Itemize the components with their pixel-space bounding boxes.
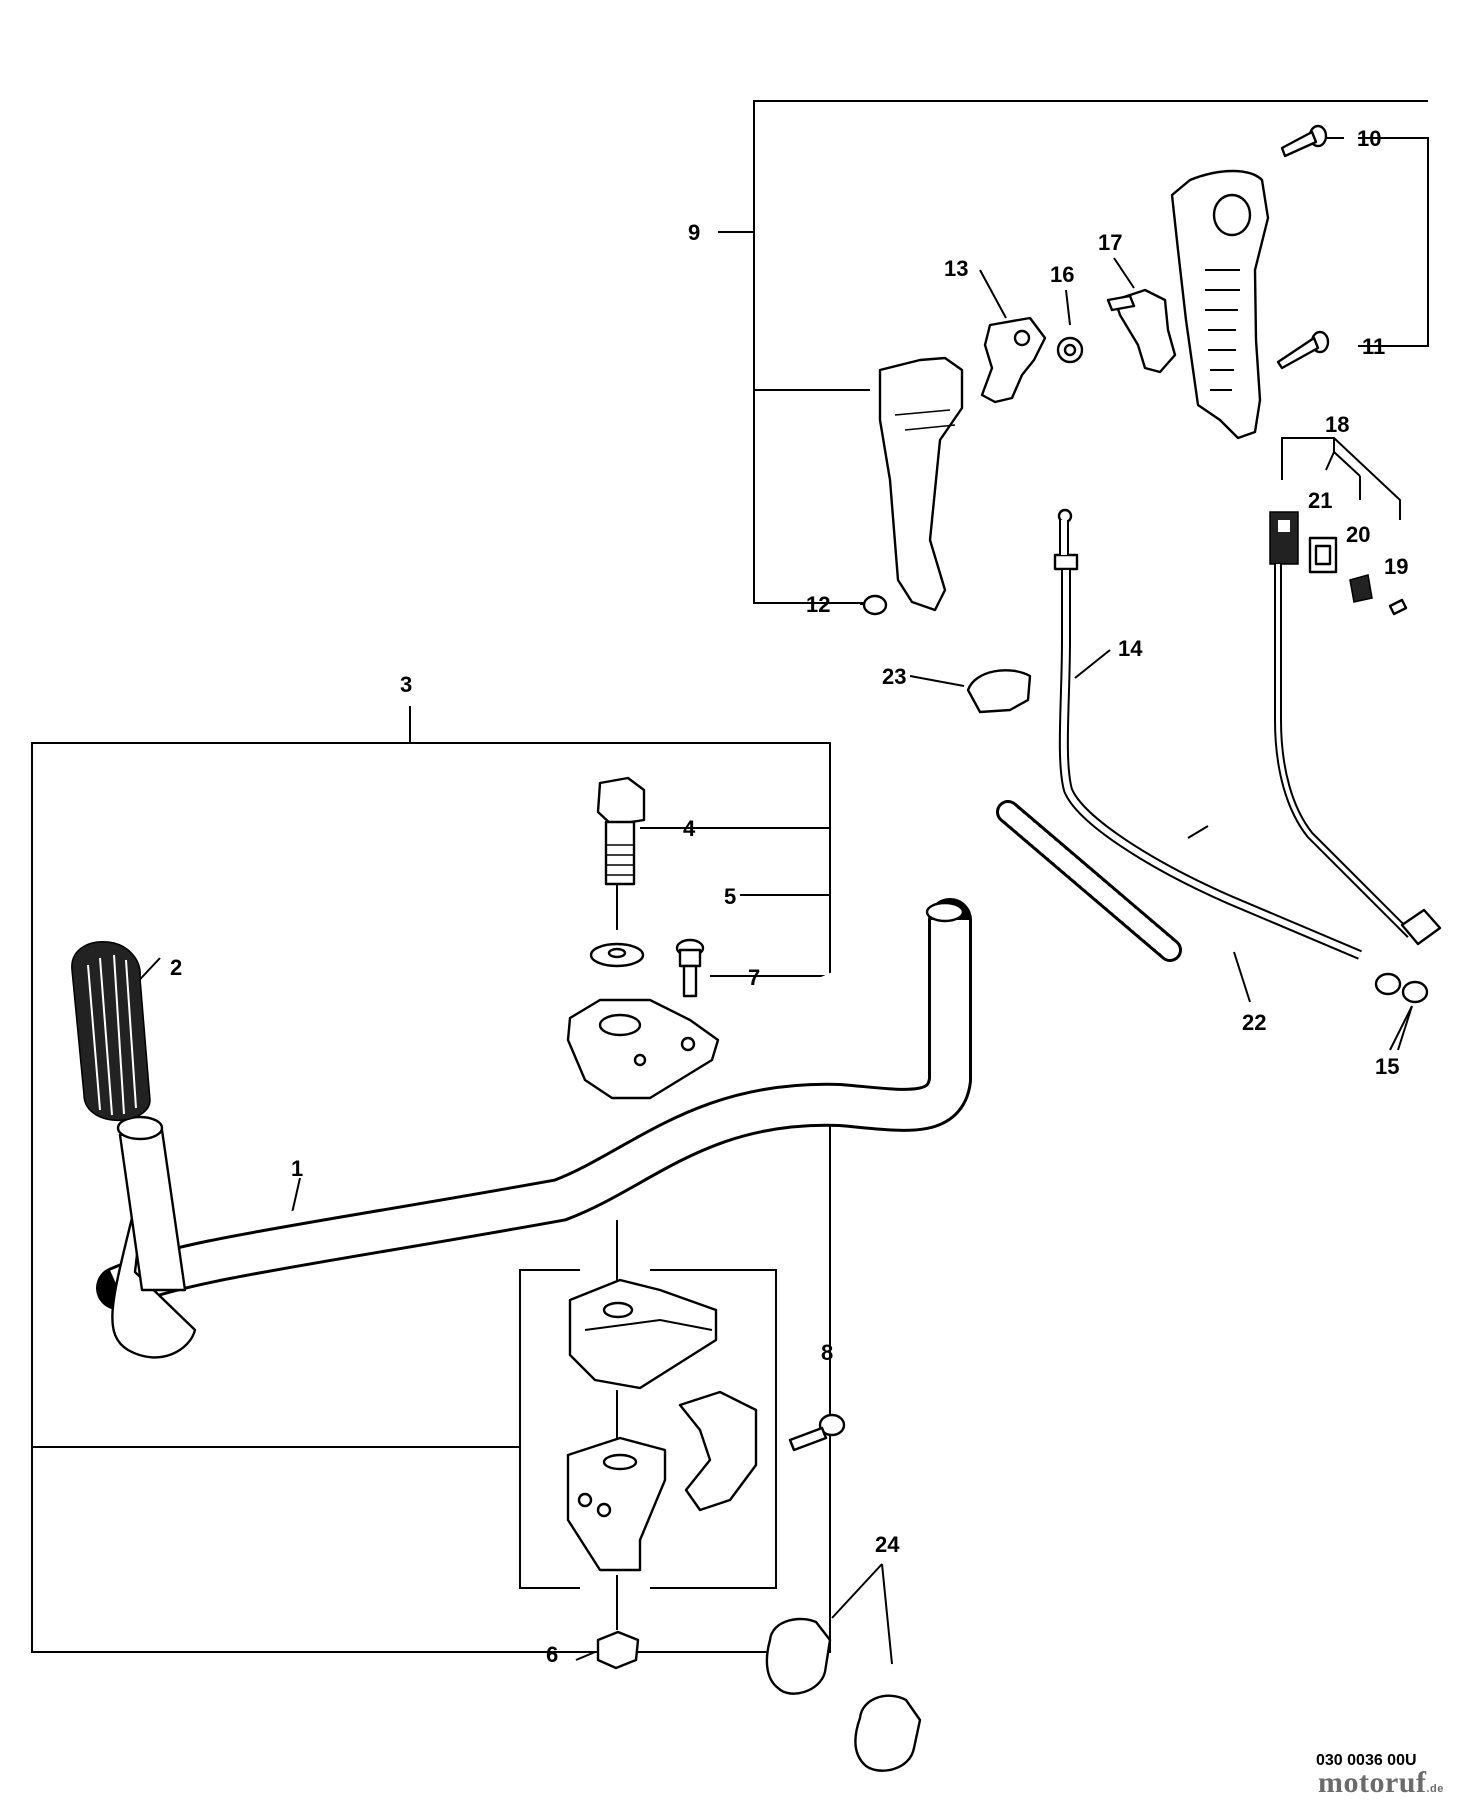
clamp-top-part [566,998,720,1100]
callout-labels: 1 2 3 4 5 6 7 8 9 10 11 12 13 14 15 16 1… [170,126,1408,1667]
callout-23: 23 [882,664,906,689]
callout-24: 24 [875,1532,900,1557]
callout-18: 18 [1325,412,1349,437]
bracket-lines [31,100,1429,1665]
drawing-code: 030 0036 00U [1316,1752,1417,1769]
screw-part-8 [788,1413,846,1452]
throttle-housing-right [1170,169,1270,440]
part-21-plate [1308,536,1338,574]
callout-5: 5 [724,884,736,909]
handle-bar-part-1 [96,898,972,1359]
part-20-block [1349,574,1373,603]
callout-15: 15 [1375,1054,1399,1079]
cable-part-14 [1053,508,1362,960]
watermark-brand: motoruf [1318,1766,1427,1799]
callout-20: 20 [1346,522,1370,547]
washer-part-5 [589,942,645,968]
lever-part-13 [980,316,1047,404]
callout-6: 6 [546,1642,558,1667]
clamp-inner-upper [568,1278,718,1390]
trigger-part-17 [1106,288,1177,374]
clips-part-24 [765,1617,922,1772]
callout-19: 19 [1384,554,1408,579]
spring-part-16 [1056,336,1084,364]
callout-11: 11 [1362,334,1385,359]
callout-10: 10 [1357,126,1381,151]
watermark-ext: .de [1426,1783,1444,1795]
nut-part-6 [596,1630,640,1670]
clamp-inner-lower [566,1436,667,1572]
callout-8: 8 [821,1340,833,1365]
nuts-part-15 [1374,972,1429,1004]
callout-12: 12 [806,592,830,617]
screw-part-7 [675,938,705,998]
tube-part-22 [996,800,1182,962]
grip-part-2 [71,941,151,1122]
callout-3: 3 [400,672,412,697]
callout-2: 2 [170,955,182,980]
nut-part-12 [862,594,888,616]
callout-14: 14 [1118,636,1143,661]
callout-16: 16 [1050,262,1074,287]
callout-17: 17 [1098,230,1122,255]
callout-13: 13 [944,256,968,281]
stop-switch-wire-part-18 [1269,511,1442,946]
clamp-side-half [678,1390,758,1512]
callout-4: 4 [683,816,696,841]
screw-part-11 [1276,330,1330,370]
bolt-part-4 [596,776,646,886]
screw-part-10 [1280,124,1328,158]
callout-9: 9 [688,220,700,245]
watermark-logo: motoruf.de [1318,1766,1444,1800]
throttle-housing-left [878,356,964,612]
part-23-clip [966,669,1032,714]
callout-21: 21 [1308,488,1332,513]
part-19-screw [1388,598,1408,616]
callout-22: 22 [1242,1010,1266,1035]
callout-1: 1 [291,1156,303,1181]
callout-7: 7 [748,965,760,990]
